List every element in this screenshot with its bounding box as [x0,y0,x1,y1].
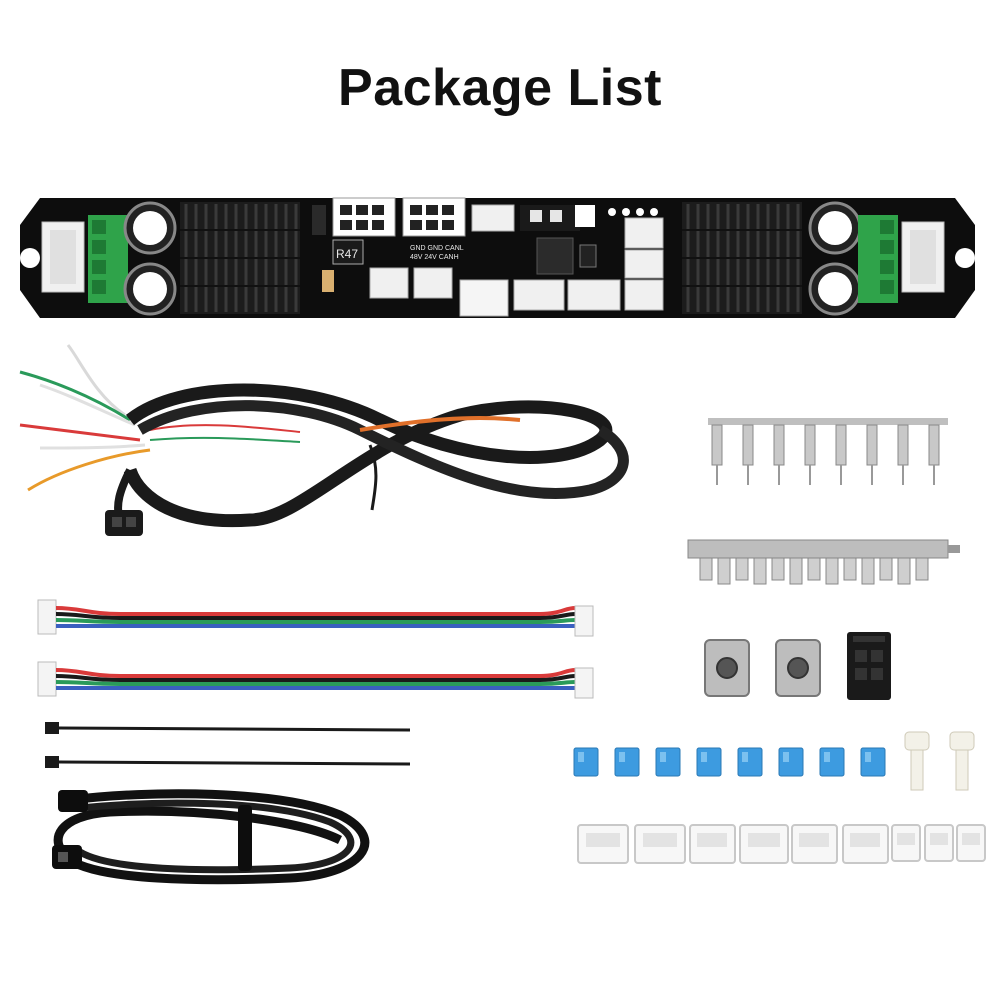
4-pin-cable [37,661,594,699]
nylon-screw [949,731,975,791]
nylon-screw [904,731,930,791]
page-title: Package List [338,59,662,117]
t-nut [704,639,750,697]
t-nut [775,639,821,697]
board-pins-row1: GND GND CANL [410,245,464,252]
4-pin-cable [37,599,594,637]
board-model-label: R47 [336,247,358,261]
board-pins-row2: 48V 24V CANH [410,254,459,261]
